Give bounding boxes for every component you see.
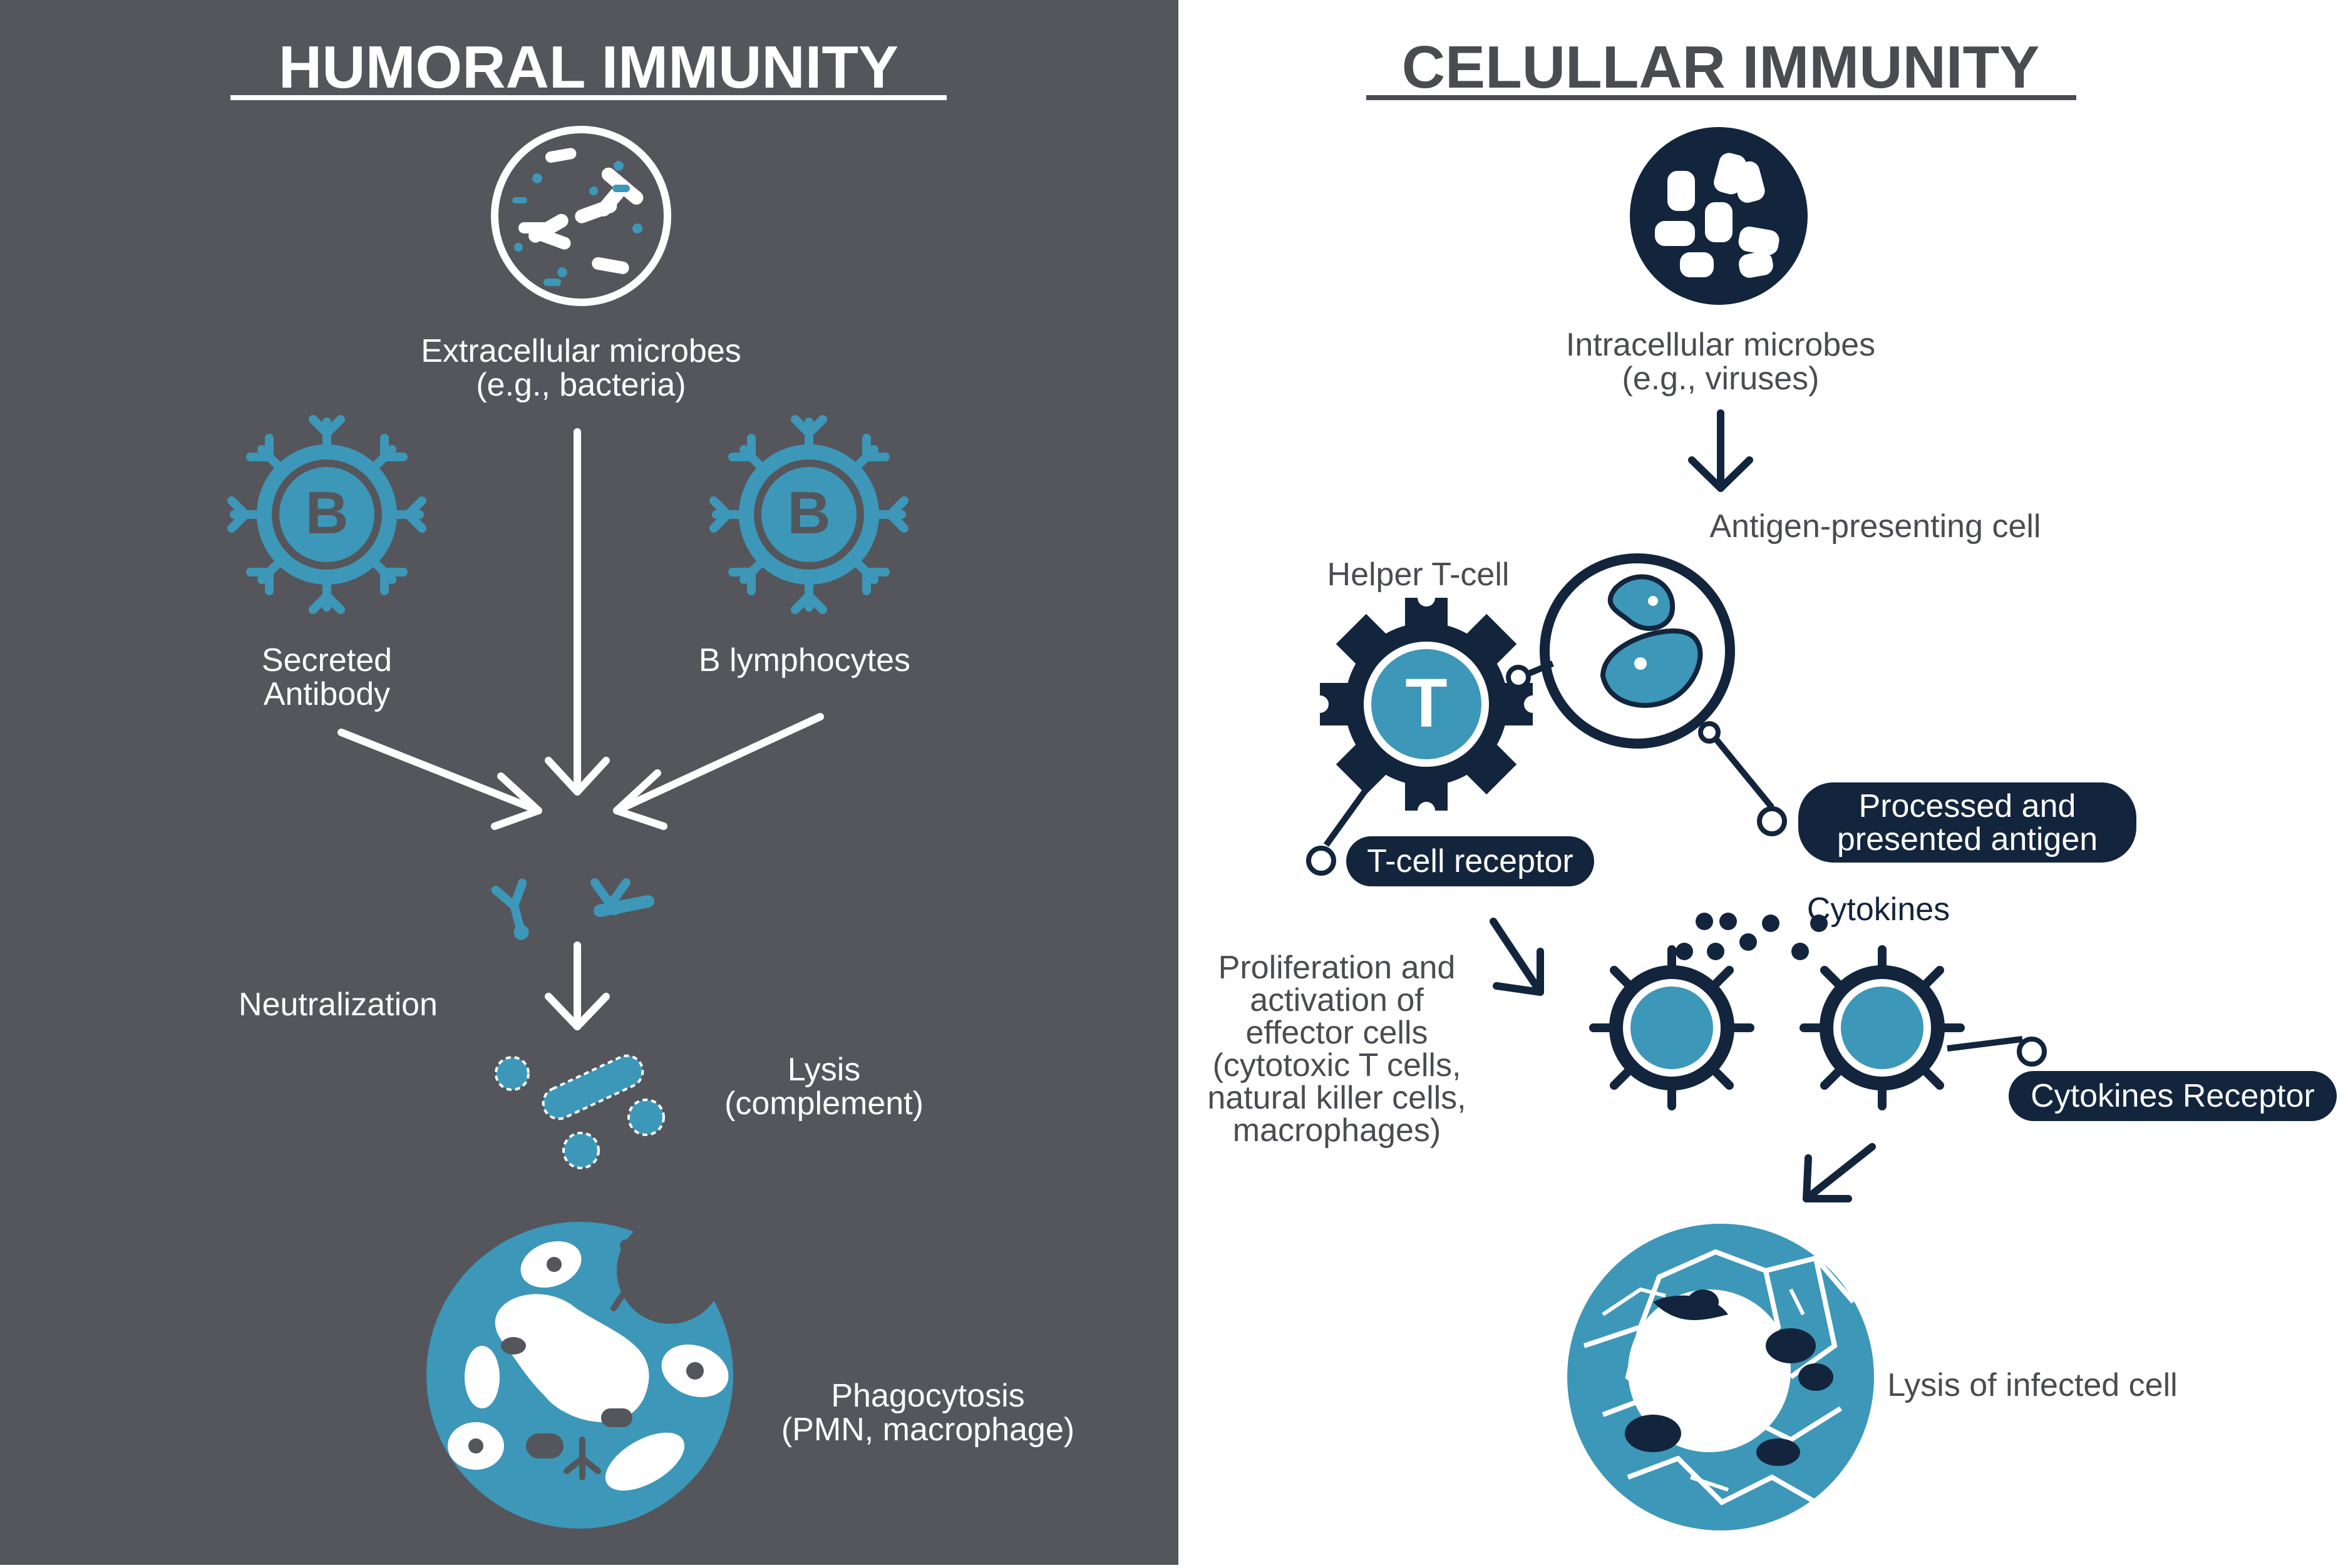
lysis-infected-label: Lysis of infected cell (1887, 1367, 2177, 1403)
lysis-label-line2: (complement) (724, 1085, 924, 1122)
cytokine-dots-icon (1676, 913, 1828, 960)
prolif-label-line6: macrophages) (1233, 1112, 1441, 1149)
intracellular-virus-icon (1630, 127, 1808, 305)
arrow-down-center (545, 428, 610, 796)
arrow-down-intracellular (1688, 409, 1753, 492)
secreted-label-line1: Secreted (262, 642, 392, 679)
arrow-to-effectors (1490, 918, 1544, 996)
arrow-from-secreted (337, 729, 542, 830)
prolif-label-line3: effector cells (1246, 1015, 1428, 1051)
neutralization-label: Neutralization (239, 986, 438, 1023)
processed-antigen-pill (1798, 782, 2136, 863)
prolif-label-line4: (cytotoxic T cells, (1213, 1047, 1461, 1084)
tcell-receptor-label: T-cell receptor (1367, 843, 1573, 879)
arrow-to-lysis (1803, 1143, 1876, 1202)
cellular-title-underline (1366, 95, 2076, 100)
extracellular-bacteria-icon (491, 126, 671, 306)
cytokines-receptor-pill (2009, 1071, 2337, 1121)
secreted-label-line2: Antibody (264, 676, 390, 712)
b-lymphocytes-label: B lymphocytes (699, 642, 910, 679)
extracellular-label-line2: (e.g., bacteria) (476, 367, 686, 403)
apc-label: Antigen-presenting cell (1710, 508, 2041, 545)
b-cell-right-icon: B (714, 419, 904, 610)
helper-t-cell-icon: T (1311, 589, 1542, 819)
lysis-label-line1: Lysis (788, 1052, 861, 1088)
cytokines-receptor-label: Cytokines Receptor (2031, 1078, 2315, 1114)
antibody-large-icon (590, 878, 654, 917)
helper-t-label: Helper T-cell (1327, 556, 1510, 593)
b-cell-right-letter: B (787, 479, 830, 546)
processed-label-line1: Processed and (1859, 788, 2076, 824)
intracellular-label-line2: (e.g., viruses) (1622, 361, 1820, 397)
cellular-title: CELULLAR IMMUNITY (1402, 34, 2040, 101)
prolif-label-line1: Proliferation and (1218, 950, 1456, 986)
effector-cell-left-icon (1594, 950, 1750, 1106)
phagocytosis-label-line2: (PMN, macrophage) (781, 1412, 1074, 1448)
humoral-title-underline (230, 95, 947, 100)
humoral-title: HUMORAL IMMUNITY (279, 34, 899, 101)
cytokine-receptor-connector (1947, 1036, 2047, 1067)
effector-cell-right-icon (1804, 950, 1960, 1106)
lysis-fragments-icon (495, 1054, 665, 1169)
processed-label-line2: presented antigen (1837, 821, 2098, 858)
phagocytosis-macrophage-icon (426, 1217, 733, 1529)
prolif-label-line5: natural killer cells, (1207, 1080, 1466, 1116)
cytokines-label: Cytokines (1807, 891, 1950, 928)
tcell-receptor-pill (1346, 836, 1594, 886)
prolif-label-line2: activation of (1250, 982, 1424, 1018)
t-cell-letter: T (1405, 665, 1447, 742)
antigen-presenting-cell-icon (1540, 553, 1735, 749)
arrow-to-neutralization (545, 941, 610, 1030)
arrow-from-b-lymphocytes (613, 713, 824, 830)
extracellular-label-line1: Extracellular microbes (421, 333, 741, 369)
b-cell-left-icon: B (232, 419, 422, 610)
phagocytosis-label-line1: Phagocytosis (831, 1378, 1024, 1414)
b-cell-left-letter: B (305, 479, 348, 546)
intracellular-label-line1: Intracellular microbes (1566, 327, 1875, 363)
tcr-apc-connector (1306, 660, 1787, 876)
lysed-infected-cell-icon (1567, 1224, 1874, 1530)
